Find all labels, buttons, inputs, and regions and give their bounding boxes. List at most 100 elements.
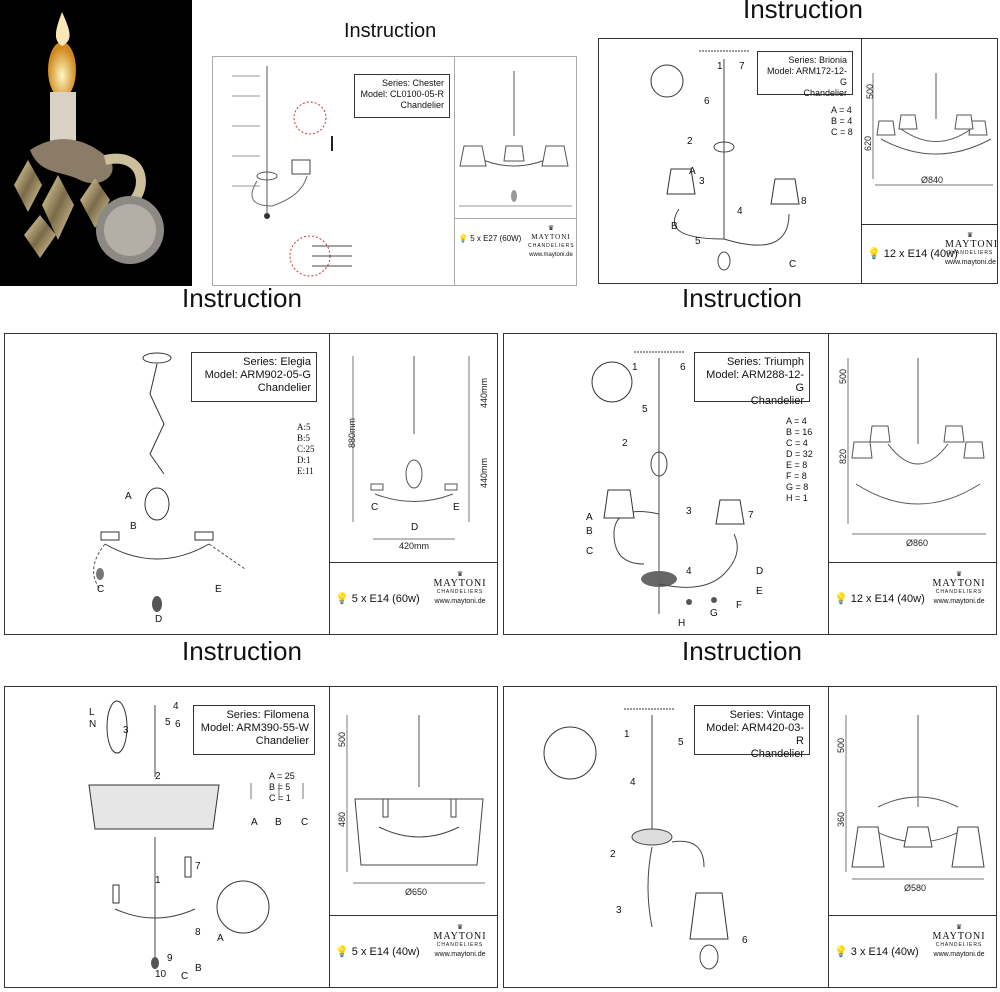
model-label: Model: ARM420-03-R <box>706 722 804 747</box>
bulb-icon: 💡 <box>834 946 848 958</box>
svg-text:F: F <box>736 600 742 611</box>
crest-icon: ♛ <box>456 571 464 578</box>
model-label: Model: ARM288-12-G <box>706 369 804 394</box>
svg-text:5: 5 <box>165 717 171 728</box>
svg-text:3: 3 <box>686 506 692 517</box>
model-label: Model: ARM902-05-G <box>204 369 311 381</box>
chester-instruction-sheet: Series: Chester Model: CL0100-05-R Chand… <box>212 56 577 286</box>
svg-text:4: 4 <box>630 777 636 788</box>
series-label: Series: Brionia <box>788 55 847 65</box>
series-label: Series: Elegia <box>243 356 311 368</box>
svg-text:C: C <box>586 546 593 557</box>
svg-text:A: A <box>689 166 696 177</box>
bulb-icon: 💡 <box>834 593 848 605</box>
crest-icon: ♛ <box>966 232 974 239</box>
chester-info-box: Series: Chester Model: CL0100-05-R Chand… <box>354 74 450 118</box>
triumph-assembly-diagram: 1 6 5 2 3 A B C 4 7 D E F G H <box>586 351 763 629</box>
elegia-assembly-diagram: A B C D E <box>93 352 246 625</box>
svg-text:7: 7 <box>739 61 745 72</box>
filomena-parts-codes: A = 25 B = 5 C = 1 <box>269 771 295 803</box>
bulb-label: 5 x E14 (60w) <box>351 593 420 605</box>
filomena-assembly-diagram: L N 3 4 5 6 2 1 7 8 A 9 B 10 C A B C <box>88 700 308 982</box>
svg-text:6: 6 <box>175 719 181 730</box>
svg-text:C: C <box>371 502 378 513</box>
elegia-heading: Instruction <box>182 283 302 313</box>
svg-text:A: A <box>217 933 224 944</box>
svg-text:C: C <box>301 817 308 828</box>
dim-height-total: 880mm <box>347 418 357 448</box>
triumph-parts-codes: A = 4 B = 16 C = 4 D = 32 E = 8 F = 8 G … <box>786 416 813 503</box>
vintage-bulb-spec: 💡 3 x E14 (40w) <box>834 945 919 958</box>
svg-text:B: B <box>275 817 282 828</box>
svg-text:9: 9 <box>167 953 173 964</box>
brionia-dimension-drawing: 500 620 Ø840 <box>863 73 993 186</box>
brionia-bulb-spec: 💡 12 x E14 (40w) <box>867 247 958 260</box>
svg-text:3: 3 <box>616 905 622 916</box>
svg-text:3: 3 <box>699 176 705 187</box>
svg-text:A: A <box>586 512 593 523</box>
svg-text:D: D <box>155 614 162 625</box>
model-label: Model: ARM172-12-G <box>766 66 847 87</box>
filomena-dimension-drawing: 500 480 Ø650 <box>337 715 485 897</box>
svg-text:B: B <box>671 221 678 232</box>
svg-text:5: 5 <box>642 404 648 415</box>
elegia-maytoni-logo: ♛ MAYTONI CHANDELIERS www.maytoni.de <box>427 570 493 606</box>
dim-height-body: 620 <box>863 136 873 151</box>
brionia-instruction-sheet: Series: Brionia Model: ARM172-12-G Chand… <box>598 38 998 284</box>
vintage-assembly-diagram: 1 5 4 2 3 6 <box>543 708 748 970</box>
svg-text:2: 2 <box>610 849 616 860</box>
bulb-label: 12 x E14 (40w) <box>883 248 958 260</box>
svg-text:2: 2 <box>687 136 693 147</box>
bulb-icon: 💡 <box>867 248 881 260</box>
svg-text:4: 4 <box>173 701 179 712</box>
vintage-info-box: Series: Vintage Model: ARM420-03-R Chand… <box>694 705 810 760</box>
svg-text:5: 5 <box>695 236 701 247</box>
bulb-label: 5 x E14 (40w) <box>351 946 420 958</box>
type-label: Chandelier <box>803 88 847 98</box>
crest-icon: ♛ <box>955 571 963 578</box>
dim-width: Ø860 <box>906 538 928 548</box>
svg-text:B: B <box>195 963 202 974</box>
svg-text:1: 1 <box>624 729 630 740</box>
dim-height-body: 440mm <box>479 458 489 488</box>
vintage-dimension-drawing: 500 360 Ø580 <box>836 715 985 893</box>
triumph-info-box: Series: Triumph Model: ARM288-12-G Chand… <box>694 352 810 407</box>
series-label: Series: Chester <box>381 78 444 88</box>
svg-text:G: G <box>710 608 718 619</box>
chester-assembly-diagram <box>232 66 352 277</box>
svg-text:A: A <box>125 491 132 502</box>
svg-text:7: 7 <box>195 861 201 872</box>
crest-icon: ♛ <box>456 924 464 931</box>
filomena-heading: Instruction <box>182 636 302 666</box>
triumph-heading: Instruction <box>682 283 802 313</box>
svg-text:1: 1 <box>155 875 161 886</box>
brionia-parts-codes: A = 4 B = 4 C = 8 <box>831 105 853 137</box>
chester-maytoni-logo: ♛ MAYTONI CHANDELIERS www.maytoni.de <box>528 225 575 258</box>
svg-text:E: E <box>453 502 460 513</box>
brionia-heading: Instruction <box>743 0 863 24</box>
svg-text:C: C <box>789 259 796 270</box>
filomena-bulb-spec: 💡 5 x E14 (40w) <box>335 945 420 958</box>
triumph-bulb-spec: 💡 12 x E14 (40w) <box>834 592 925 605</box>
svg-text:6: 6 <box>680 362 686 373</box>
dim-height-top: 500 <box>865 84 875 99</box>
vintage-heading: Instruction <box>682 636 802 666</box>
vintage-instruction-sheet: Series: Vintage Model: ARM420-03-R Chand… <box>503 686 997 988</box>
svg-text:1: 1 <box>632 362 638 373</box>
filomena-info-box: Series: Filomena Model: ARM390-55-W Chan… <box>193 705 315 755</box>
triumph-dimension-drawing: 500 820 Ø860 <box>838 358 986 548</box>
model-label: Model: ARM390-55-W <box>200 722 309 734</box>
brionia-maytoni-logo: ♛ MAYTONI CHANDELIERS www.maytoni.de <box>945 232 999 266</box>
svg-text:8: 8 <box>195 927 201 938</box>
dim-height-top: 500 <box>838 369 848 384</box>
svg-text:L: L <box>89 707 95 718</box>
bulb-icon: 💡 <box>458 234 468 243</box>
bulb-icon: 💡 <box>335 593 349 605</box>
chester-bulb-spec: 💡 5 x E27 (60W) <box>458 234 521 243</box>
dim-width: Ø840 <box>921 175 943 185</box>
type-label: Chandelier <box>257 382 311 394</box>
svg-text:4: 4 <box>686 566 692 577</box>
bulb-label: 12 x E14 (40w) <box>850 593 925 605</box>
model-label: Model: CL0100-05-R <box>360 89 444 99</box>
svg-text:5: 5 <box>678 737 684 748</box>
